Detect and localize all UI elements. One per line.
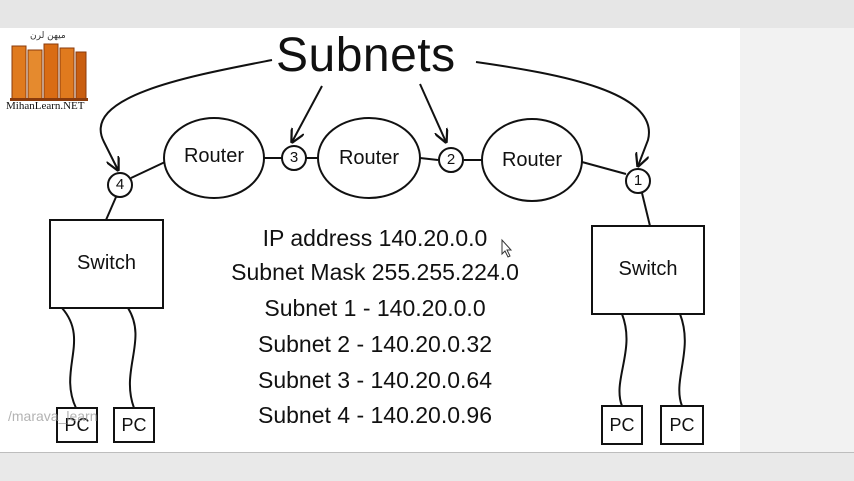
- switch-box-left: [49, 219, 164, 309]
- subnet-marker-4: 4: [115, 176, 125, 193]
- arrow-to-subnet-1: [475, 61, 650, 166]
- subnet-marker-circle-2: [438, 147, 464, 173]
- router-label-1: Router: [183, 145, 245, 167]
- router-ellipse-1: [163, 117, 265, 199]
- info-subnet-mask: Subnet Mask 255.255.224.0: [231, 259, 519, 285]
- router-label-3: Router: [501, 149, 563, 171]
- subnet-marker-1: 1: [633, 172, 643, 189]
- top-letterbox: [0, 0, 854, 28]
- link-4-router1: [130, 161, 166, 179]
- pc-label-1: PC: [64, 415, 90, 435]
- cable-right-1: [618, 313, 628, 407]
- cable-right-2: [678, 313, 686, 407]
- link-router2-2: [419, 157, 439, 161]
- right-margin-strip: [740, 28, 854, 452]
- pc-label-4: PC: [669, 415, 695, 435]
- subnet-marker-circle-4: [107, 172, 133, 198]
- diagram-title: Subnets: [276, 29, 456, 82]
- cable-left-2: [127, 307, 137, 409]
- link-4-switch-left: [105, 196, 117, 221]
- info-subnet-1: Subnet 1 - 140.20.0.0: [264, 295, 486, 321]
- link-router3-1: [581, 161, 627, 175]
- mouse-cursor-icon: [501, 238, 513, 258]
- router-ellipse-2: [317, 117, 421, 199]
- watermark-text: /marava_learn: [8, 408, 98, 424]
- info-subnet-2: Subnet 2 - 140.20.0.32: [257, 331, 493, 357]
- info-ip-address: IP address 140.20.0.0: [262, 225, 488, 251]
- arrow-to-subnet-2: [419, 83, 446, 142]
- logo-brand-text: MihanLearn.NET: [6, 100, 85, 112]
- switch-label-right: Switch: [618, 258, 678, 280]
- pc-label-3: PC: [609, 415, 635, 435]
- pc-box-3: [601, 405, 643, 445]
- router-label-2: Router: [338, 147, 400, 169]
- switch-label-left: Switch: [77, 252, 136, 274]
- arrow-to-subnet-4: [99, 59, 273, 170]
- bottom-letterbox: [0, 452, 854, 481]
- arrow-to-subnet-3: [292, 85, 323, 142]
- subnet-marker-2: 2: [446, 151, 456, 168]
- pc-box-1: [56, 407, 98, 443]
- subnet-marker-circle-1: [625, 168, 651, 194]
- router-ellipse-3: [481, 118, 583, 202]
- info-subnet-3: Subnet 3 - 140.20.0.64: [257, 367, 493, 393]
- pc-label-2: PC: [121, 415, 147, 435]
- subnet-marker-circle-3: [281, 145, 307, 171]
- logo-arabic-text: میهن لرن: [30, 31, 66, 41]
- books-logo-icon: [10, 43, 88, 101]
- cable-left-1: [61, 307, 77, 409]
- pc-box-2: [113, 407, 155, 443]
- link-1-switch-right: [641, 192, 651, 227]
- switch-box-right: [591, 225, 705, 315]
- pc-box-4: [660, 405, 704, 445]
- subnet-marker-3: 3: [289, 149, 299, 166]
- info-subnet-4: Subnet 4 - 140.20.0.96: [257, 402, 493, 428]
